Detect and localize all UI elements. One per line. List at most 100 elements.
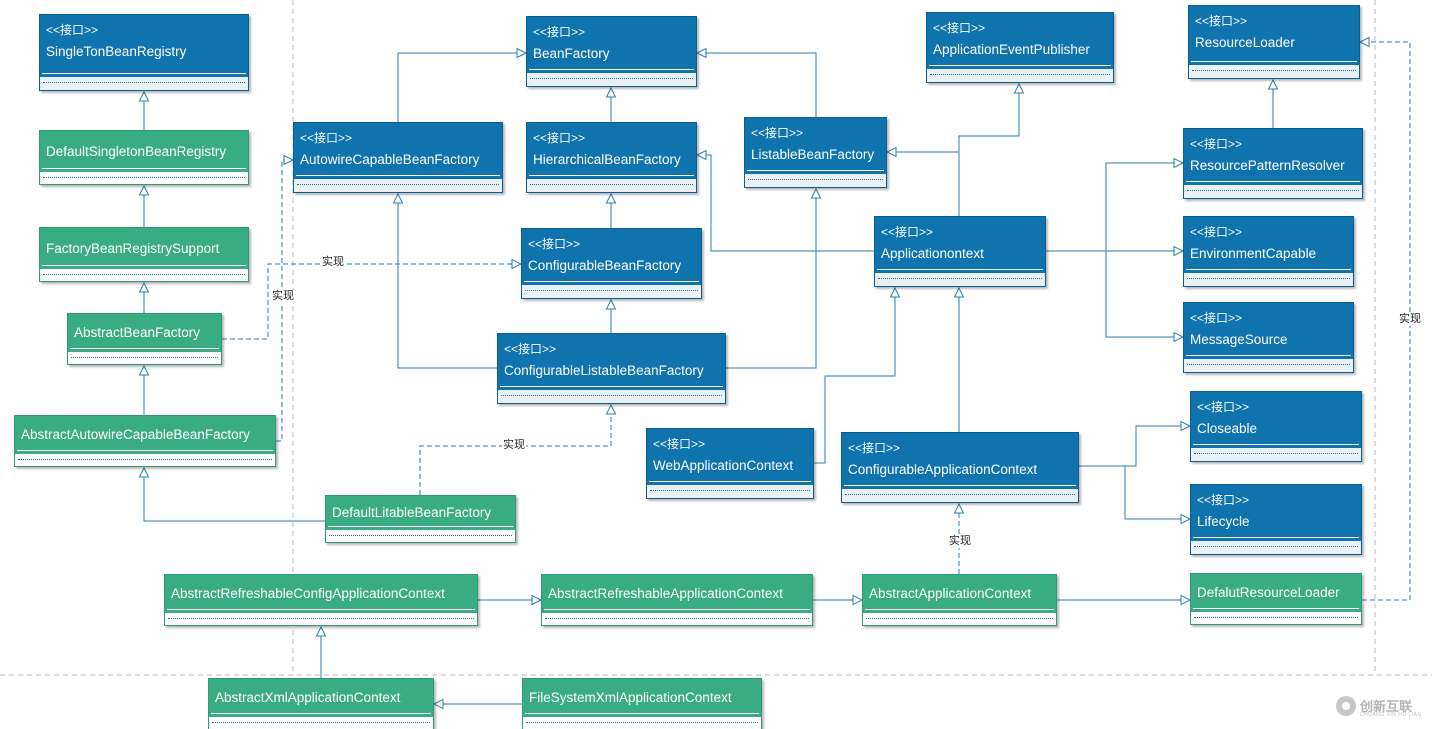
interface-box-resource-loader[interactable]: <<接口>>ResourceLoader (1188, 5, 1360, 79)
dotted-rule (1187, 364, 1350, 365)
interface-box-application-event-publisher[interactable]: <<接口>>ApplicationEventPublisher (926, 12, 1114, 83)
compartment-divider (525, 713, 759, 714)
interface-stereotype: <<接口>> (933, 21, 986, 35)
inherits-edge-abstract-autowire-capable-bean-factory-to-abstract-bean-factory (138, 364, 150, 415)
interface-box-environment-capable[interactable]: <<接口>>EnvironmentCapable (1183, 216, 1354, 287)
methods-compartment (647, 485, 813, 498)
arrowhead-icon (810, 187, 822, 199)
interface-box-lifecycle[interactable]: <<接口>>Lifecycle (1190, 484, 1362, 555)
interface-box-configurable-bean-factory[interactable]: <<接口>>ConfigurableBeanFactory (521, 228, 702, 299)
inherits-edge-configurable-listable-bean-factory-to-listable-bean-factory (726, 187, 822, 369)
class-box-default-listable-bean-factory[interactable]: DefaultLitableBeanFactory (325, 495, 516, 543)
dotted-rule (43, 177, 245, 178)
methods-compartment (842, 489, 1078, 502)
inherits-edge-abstract-xml-application-context-to-abstract-refreshable-config-application-context (315, 625, 327, 678)
interface-box-configurable-listable-bean-factory[interactable]: <<接口>>ConfigurableListableBeanFactory (497, 333, 726, 404)
implements-edge-abstract-bean-factory-to-configurable-bean-factory (222, 258, 523, 340)
class-box-default-resource-loader[interactable]: DefalutResourceLoader (1190, 573, 1362, 625)
arrowhead-icon (1180, 594, 1192, 606)
interface-box-message-source[interactable]: <<接口>>MessageSource (1183, 302, 1354, 373)
dotted-rule (168, 618, 474, 619)
arrowhead-icon (138, 466, 150, 478)
inherits-edge-resource-pattern-resolver-to-resource-loader (1267, 78, 1279, 128)
interface-box-resource-pattern-resolver[interactable]: <<接口>>ResourcePatternResolver (1183, 128, 1363, 199)
interface-box-web-application-context[interactable]: <<接口>>WebApplicationContext (646, 428, 814, 499)
node-name: FactoryBeanRegistrySupport (46, 241, 220, 256)
inherits-edge-autowire-capable-bean-factory-to-bean-factory (397, 47, 528, 122)
node-name: AbstractApplicationContext (869, 586, 1032, 601)
methods-compartment (1191, 448, 1361, 461)
interface-box-autowire-capable-bean-factory[interactable]: <<接口>>AutowireCapableBeanFactory (293, 122, 503, 193)
compartment-divider (865, 609, 1054, 610)
class-box-default-singleton-bean-registry[interactable]: DefaultSingletonBeanRegistry (39, 130, 249, 185)
compartment-divider (1186, 181, 1360, 182)
compartment-divider (1193, 537, 1359, 538)
interface-box-closeable[interactable]: <<接口>>Closeable (1190, 391, 1362, 462)
class-box-abstract-refreshable-application-context[interactable]: AbstractRefreshableApplicationContext (541, 574, 813, 626)
inherits-edge-abstract-refreshable-config-application-context-to-abstract-refreshable-application-context (478, 594, 543, 606)
node-name: Lifecycle (1197, 514, 1250, 529)
arrowhead-icon (605, 86, 617, 98)
compartment-divider (42, 265, 246, 266)
compartment-divider (17, 450, 273, 451)
dotted-rule (212, 722, 430, 723)
node-name: WebApplicationContext (653, 458, 794, 473)
node-name: SingleTonBeanRegistry (46, 44, 187, 59)
arrowhead-icon (516, 47, 528, 59)
methods-compartment (542, 613, 812, 625)
methods-compartment (68, 352, 221, 364)
class-box-abstract-refreshable-config-application-context[interactable]: AbstractRefreshableConfigApplicationCont… (164, 574, 478, 626)
interface-stereotype: <<接口>> (504, 342, 557, 356)
methods-compartment (294, 179, 502, 192)
interface-box-application-context[interactable]: <<接口>>Applicationontext (874, 216, 1046, 287)
class-box-factory-bean-registry-support[interactable]: FactoryBeanRegistrySupport (39, 227, 249, 282)
compartment-divider (544, 609, 810, 610)
compartment-divider (70, 348, 219, 349)
dotted-rule (18, 459, 272, 460)
class-box-abstract-autowire-capable-bean-factory[interactable]: AbstractAutowireCapableBeanFactory (14, 415, 276, 467)
class-box-abstract-xml-application-context[interactable]: AbstractXmlApplicationContext (208, 678, 434, 729)
node-name: AbstractAutowireCapableBeanFactory (21, 427, 250, 442)
dotted-rule (43, 274, 245, 275)
inherits-edge-abstract-application-context-to-default-resource-loader (1057, 594, 1192, 606)
inherits-edge-configurable-listable-bean-factory-to-configurable-bean-factory (605, 298, 617, 333)
dotted-rule (878, 278, 1042, 279)
node-name: DefaultSingletonBeanRegistry (46, 144, 227, 159)
methods-compartment (40, 77, 248, 90)
arrowhead-icon (138, 184, 150, 196)
methods-compartment (165, 613, 477, 625)
arrowhead-icon (283, 154, 295, 166)
arrowhead-icon (695, 149, 707, 161)
interface-box-configurable-application-context[interactable]: <<接口>>ConfigurableApplicationContext (841, 432, 1079, 503)
interface-stereotype: <<接口>> (1190, 311, 1243, 325)
implements-label: 实现 (948, 535, 972, 548)
watermark-text: 创新互联 (1360, 699, 1413, 714)
class-box-abstract-bean-factory[interactable]: AbstractBeanFactory (67, 313, 222, 365)
interface-box-listable-bean-factory[interactable]: <<接口>>ListableBeanFactory (744, 117, 887, 188)
interface-box-singleton-bean-registry[interactable]: <<接口>>SingleTonBeanRegistry (39, 14, 249, 91)
class-box-file-system-xml-application-context[interactable]: FileSystemXmlApplicationContext (522, 678, 762, 729)
implements-edge-default-resource-loader-to-resource-loader (1358, 36, 1411, 601)
interface-box-hierarchical-bean-factory[interactable]: <<接口>>HierarchicalBeanFactory (526, 122, 697, 193)
interface-stereotype: <<接口>> (881, 225, 934, 239)
dotted-rule (1194, 617, 1358, 618)
arrowhead-icon (953, 502, 965, 514)
inherits-edge-application-context-to-hierarchical-bean-factory (695, 149, 874, 252)
node-name: ConfigurableApplicationContext (848, 462, 1038, 477)
class-box-abstract-application-context[interactable]: AbstractApplicationContext (862, 574, 1057, 626)
interface-box-bean-factory[interactable]: <<接口>>BeanFactory (526, 16, 697, 87)
arrowhead-icon (885, 146, 897, 158)
interface-stereotype: <<接口>> (300, 131, 353, 145)
dotted-rule (329, 535, 512, 536)
node-name: HierarchicalBeanFactory (533, 152, 681, 167)
methods-compartment (40, 172, 248, 184)
inherits-edge-configurable-application-context-to-application-context (953, 286, 965, 432)
compartment-divider (211, 713, 431, 714)
interface-stereotype: <<接口>> (1190, 137, 1243, 151)
dotted-rule (930, 74, 1110, 75)
interface-stereotype: <<接口>> (751, 126, 804, 140)
node-name: AbstractBeanFactory (74, 325, 201, 340)
inherits-edge-default-singleton-bean-registry-to-singleton-bean-registry (138, 90, 150, 130)
compartment-divider (328, 526, 513, 527)
dotted-rule (1187, 278, 1350, 279)
